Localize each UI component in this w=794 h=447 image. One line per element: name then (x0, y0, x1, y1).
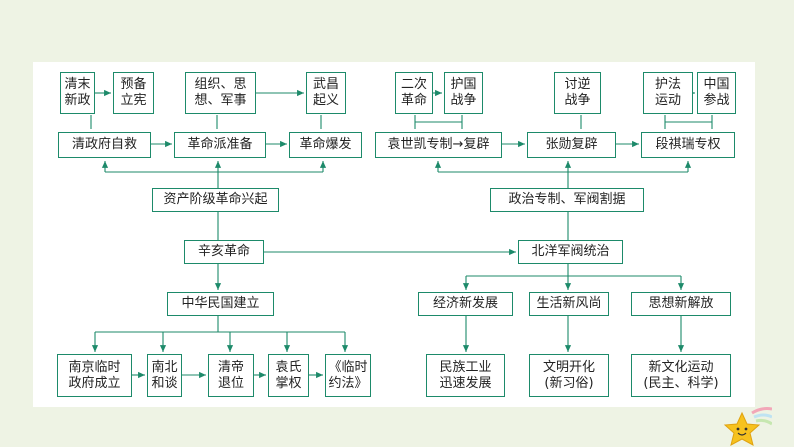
node-yubei-lixian: 预备 立宪 (113, 72, 154, 114)
node-zuzhi-sixiang-junshi: 组织、思 想、军事 (185, 72, 256, 114)
node-zhengzhi-zhuanzhi-junfa-geju: 政治专制、军阀割据 (490, 188, 644, 212)
node-wuchang-qiyi: 武昌 起义 (306, 72, 346, 114)
node-geming-baofa: 革命爆发 (289, 132, 362, 158)
node-huguo-zhanzheng: 护国 战争 (444, 72, 483, 114)
node-duan-qirui-zhuanquan: 段祺瑞专权 (641, 132, 735, 158)
node-qingmo-xinzheng: 清末 新政 (60, 72, 95, 114)
node-geming-pai-zhunbei: 革命派准备 (174, 132, 266, 158)
node-jingji-xin-fazhan: 经济新发展 (418, 292, 513, 316)
node-yuanshi-zhangquan: 袁氏 掌权 (268, 354, 309, 397)
node-hufa-yundong: 护法 运动 (643, 72, 693, 114)
node-xinhai-geming: 辛亥革命 (184, 240, 264, 264)
node-wenming-kaihua: 文明开化 (新习俗) (529, 354, 609, 397)
node-qing-zhengfu-zijiu: 清政府自救 (58, 132, 151, 158)
concept-map-panel: 清末 新政 预备 立宪 组织、思 想、军事 武昌 起义 清政府自救 革命派准备 … (33, 62, 755, 407)
node-zichan-jieji-geming-xingqi: 资产阶级革命兴起 (152, 188, 279, 212)
node-minzu-gongye-xunsu-fazhan: 民族工业 迅速发展 (426, 354, 505, 397)
node-zhang-xun-fubi: 张勋复辟 (527, 132, 616, 158)
node-taoni-zhanzheng: 讨逆 战争 (554, 72, 601, 114)
node-zhonghua-minguo-jianli: 中华民国建立 (167, 292, 274, 316)
node-nanbei-hetan: 南北 和谈 (147, 354, 182, 397)
node-xin-wenhua-yundong: 新文化运动 (民主、科学) (631, 354, 731, 397)
node-beiyang-junfa-tongzhi: 北洋军阀统治 (518, 240, 623, 264)
node-sixiang-xin-jiefang: 思想新解放 (631, 292, 731, 316)
node-yuan-shikai-zhuanzhi-fubi: 袁世凯专制→复辟 (375, 132, 502, 158)
smiling-star-icon (723, 407, 772, 446)
node-nanjing-linshi-zhengfu: 南京临时 政府成立 (57, 354, 132, 397)
node-zhongguo-canzhan: 中国 参战 (697, 72, 736, 114)
node-linshi-yuefa: 《临时 约法》 (325, 354, 371, 397)
node-qingdi-tuiwei: 清帝 退位 (208, 354, 254, 397)
node-erci-geming: 二次 革命 (395, 72, 433, 114)
connector-lines (90, 89, 713, 379)
node-shenghuo-xin-fengshang: 生活新风尚 (529, 292, 609, 316)
